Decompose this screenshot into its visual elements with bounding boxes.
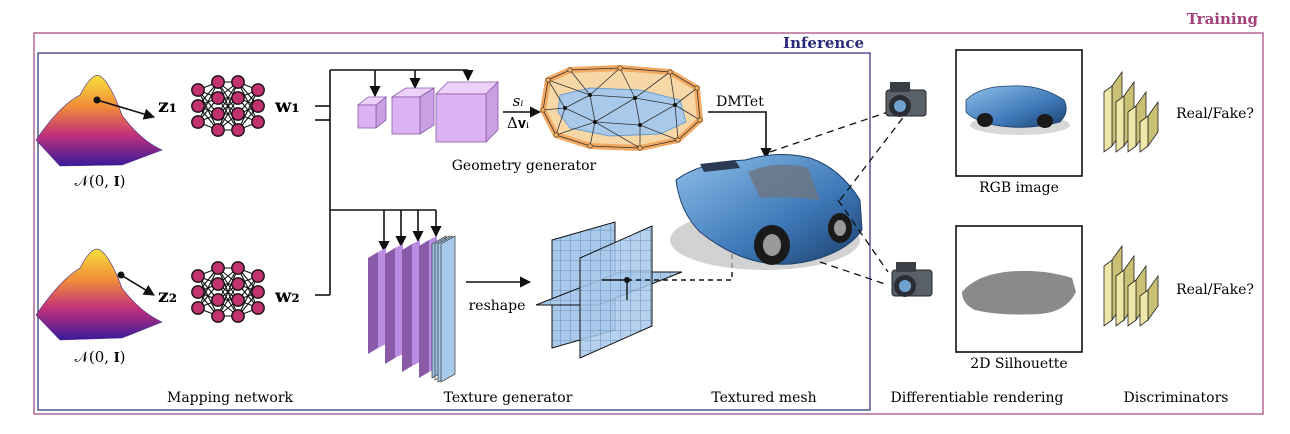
mlp-node	[251, 115, 265, 129]
disc-slab-face	[1103, 259, 1113, 327]
mlp-node	[191, 115, 205, 129]
w2-label: 𝐰₂	[274, 285, 300, 307]
mlp-node	[191, 301, 205, 315]
mlp-node	[251, 285, 265, 299]
cube-medium	[390, 87, 436, 135]
silhouette-image	[955, 225, 1083, 353]
triplane	[535, 221, 683, 359]
mlp-node	[231, 75, 245, 89]
mlp-edge	[217, 81, 239, 131]
training-label: Training	[1187, 10, 1259, 28]
mapping-network-caption: Mapping network	[167, 390, 294, 406]
gaussian-surface-bottom	[35, 248, 163, 341]
mlp-node	[211, 91, 225, 105]
mlp-edge	[237, 89, 259, 131]
mlp-edge	[197, 81, 219, 123]
mlp-node	[191, 285, 205, 299]
texture-slab-3	[402, 240, 420, 372]
disc-slab-face	[1115, 269, 1125, 327]
dist-label-bottom: 𝒩(0, 𝐈)	[75, 348, 126, 366]
z1-label: 𝐳₁	[158, 95, 177, 117]
mlp-node	[211, 261, 225, 275]
mlp-node	[211, 75, 225, 89]
textured-mesh-caption: Textured mesh	[711, 390, 816, 406]
discriminator-bottom	[1103, 244, 1159, 327]
geometry-cubes	[356, 81, 499, 143]
mlp-edge	[197, 267, 219, 309]
differentiable-rendering-caption: Differentiable rendering	[891, 390, 1064, 406]
mlp-node	[191, 269, 205, 283]
mlp-node	[191, 99, 205, 113]
mlp-node	[191, 83, 205, 97]
real-fake-label-top: Real/Fake?	[1176, 106, 1254, 122]
discriminator-top	[1103, 70, 1159, 153]
reshape-label: reshape	[469, 298, 526, 314]
disc-slab-side	[1147, 100, 1159, 148]
discriminators-caption: Discriminators	[1124, 390, 1229, 406]
disc-slab-face	[1127, 105, 1137, 153]
disc-slab-face	[1139, 289, 1149, 327]
mlp-node	[251, 83, 265, 97]
silhouette-caption: 2D Silhouette	[970, 356, 1067, 372]
mapping-mlp-top	[191, 75, 265, 137]
inference-frame: Inference	[37, 34, 871, 411]
texture-slab-1	[368, 248, 386, 354]
geometry-generator-caption: Geometry generator	[452, 158, 597, 174]
mapping-mlp-bottom	[191, 261, 265, 323]
cube-large	[435, 81, 499, 143]
mlp-node	[211, 123, 225, 137]
inference-label: Inference	[783, 34, 864, 52]
mlp-node	[231, 123, 245, 137]
cube-small	[356, 96, 388, 129]
mlp-node	[231, 277, 245, 291]
camera-icon-bottom	[891, 262, 933, 297]
mlp-node	[211, 277, 225, 291]
w1-connections	[315, 69, 474, 296]
mlp-node	[211, 293, 225, 307]
camera-icon-top	[885, 82, 927, 117]
mlp-node	[251, 301, 265, 315]
dmtet-label: DMTet	[716, 94, 764, 110]
rgb-image-caption: RGB image	[979, 180, 1059, 196]
textured-car	[670, 153, 863, 270]
gaussian-surface-top	[35, 75, 163, 167]
mlp-node	[211, 107, 225, 121]
disc-slab-face	[1139, 115, 1149, 153]
disc-slab-face	[1127, 279, 1137, 327]
mlp-node	[231, 107, 245, 121]
training-frame: Training	[33, 10, 1264, 415]
rgb-image	[955, 49, 1083, 177]
mlp-node	[231, 91, 245, 105]
dmtet-arrow	[708, 111, 772, 160]
sample-arrow-z2	[120, 274, 155, 296]
camera-rays	[769, 111, 906, 286]
texture-slab-2	[385, 244, 403, 364]
mlp-node	[251, 99, 265, 113]
disc-slab-face	[1115, 95, 1125, 153]
sample-arrow-z1	[96, 99, 156, 120]
z2-label: 𝐳₂	[158, 285, 177, 307]
w1-label: 𝐰₁	[274, 95, 300, 117]
dist-label-top: 𝒩(0, 𝐈)	[75, 172, 126, 190]
texture-slab-5	[431, 235, 456, 383]
mlp-edge	[217, 267, 239, 317]
mlp-node	[251, 269, 265, 283]
mlp-node	[211, 309, 225, 323]
mlp-node	[231, 261, 245, 275]
tet-mesh	[539, 64, 704, 152]
texture-slabs	[368, 235, 456, 383]
disc-slab-side	[1147, 274, 1159, 322]
texture-generator-caption: Texture generator	[444, 390, 573, 406]
disc-slab-face	[1103, 85, 1113, 153]
mlp-node	[231, 309, 245, 323]
real-fake-label-bottom: Real/Fake?	[1176, 282, 1254, 298]
mlp-edge	[237, 275, 259, 317]
dv-label: Δ𝐯ᵢ	[507, 114, 529, 132]
mlp-node	[231, 293, 245, 307]
si-label: sᵢ	[513, 92, 524, 110]
